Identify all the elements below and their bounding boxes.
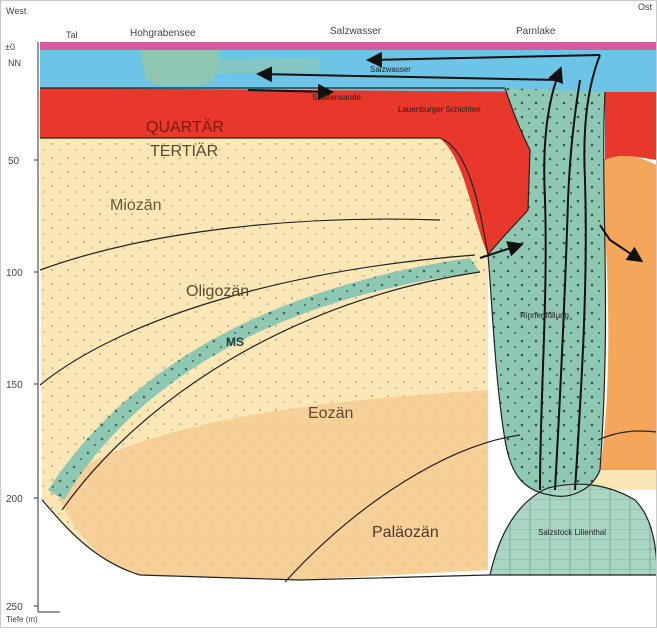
tertiar-label: TERTIÄR	[150, 142, 218, 160]
depth-tick-100: 100	[6, 268, 23, 279]
nn-label: ±0	[5, 42, 15, 52]
depth-tick-200: 200	[6, 494, 23, 505]
depth-caption: Tiefe (m)	[6, 615, 38, 624]
salzwasser-annotation: Salzwasser	[370, 65, 411, 74]
nn-unit-label: NN	[8, 58, 21, 68]
depth-tick-250: 250	[6, 602, 23, 613]
rinne-annotation: Rinnenfüllung	[520, 311, 569, 320]
lauenburger-annotation: Lauenburger Schichten	[398, 105, 481, 114]
top-label-far: Parnlake	[516, 26, 556, 37]
depth-tick-150: 150	[6, 380, 23, 391]
oligozan-label: Oligozän	[186, 283, 249, 300]
surface-sediment	[40, 48, 657, 92]
spaltensande-annotation: Spaltensande	[312, 93, 361, 102]
ms-label: MS	[226, 335, 244, 349]
eozan-label: Eozän	[308, 405, 353, 422]
right-flank	[600, 156, 657, 470]
miozan-label: Miozän	[110, 197, 162, 214]
top-label-salt: Salzwasser	[330, 26, 382, 37]
palaozan-label: Paläozän	[372, 524, 439, 541]
salzstock-annotation: Salzstock Lilienthal	[538, 528, 606, 537]
top-label-left: Tal	[66, 30, 78, 40]
west-label: West	[6, 6, 27, 16]
top-label-lake: Hohgrabensee	[130, 28, 196, 39]
east-label: Ost	[638, 2, 653, 12]
quartar-label: QUARTÄR	[146, 118, 224, 136]
depth-tick-50: 50	[8, 156, 20, 167]
